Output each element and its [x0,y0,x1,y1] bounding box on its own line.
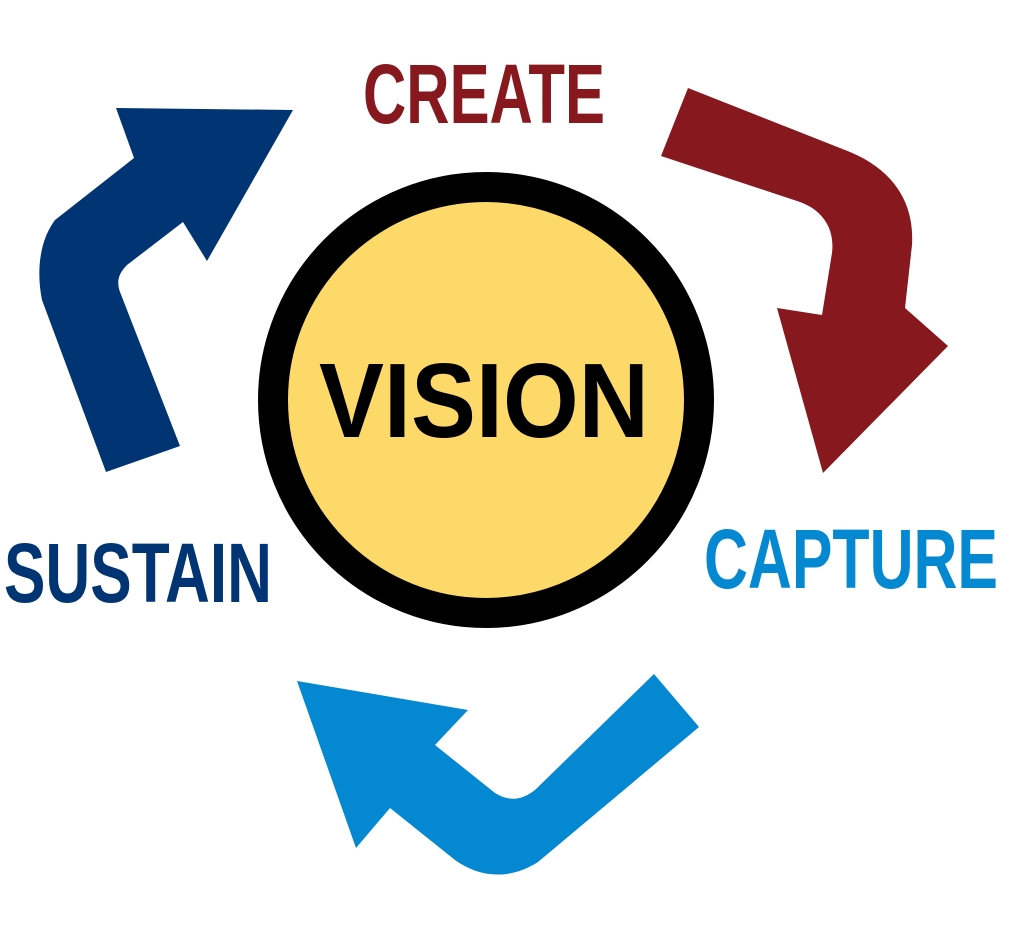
stage-label-create: CREATE [363,47,605,141]
sustain-to-create-arrow [39,108,293,472]
create-to-capture-arrow [661,88,948,473]
capture-to-sustain-arrow [297,674,699,875]
vision-circle [258,172,714,628]
stage-label-capture: CAPTURE [704,512,998,606]
stage-label-sustain: SUSTAIN [4,526,272,620]
vision-label: VISION [319,342,649,460]
